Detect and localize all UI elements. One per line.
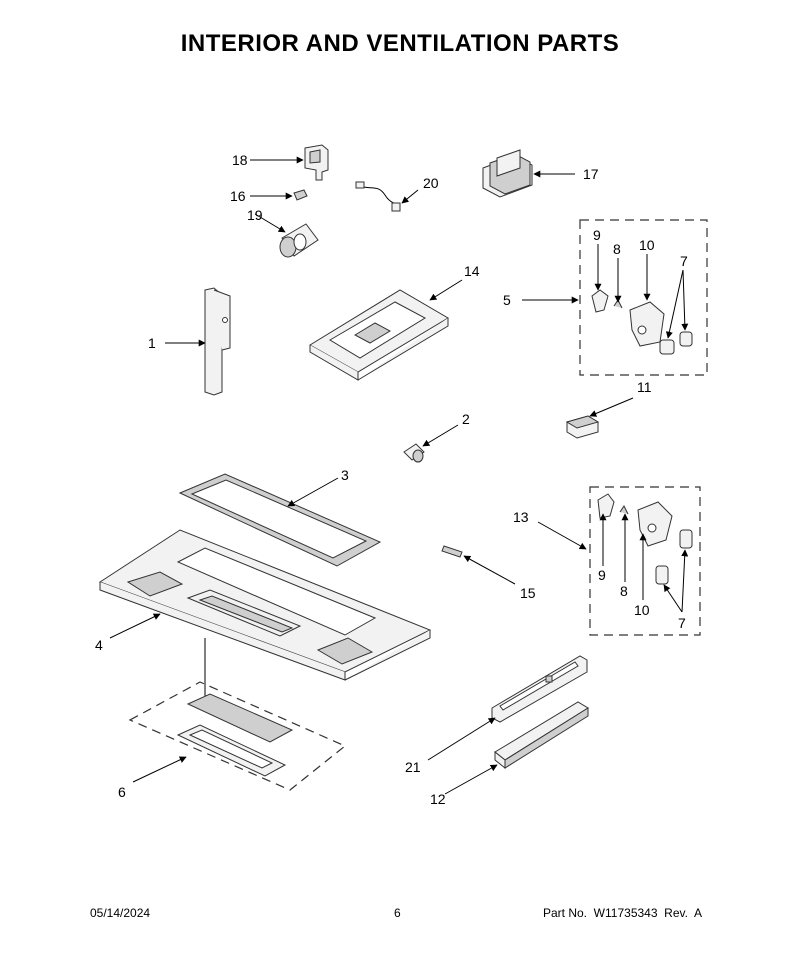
callout-13: 13 (513, 509, 529, 525)
callout-6: 6 (118, 784, 126, 800)
callout-10b: 10 (634, 602, 650, 618)
callout-20: 20 (423, 175, 439, 191)
callout-4: 4 (95, 637, 103, 653)
footer-page-number: 6 (394, 906, 401, 920)
part-21-control-rail[interactable] (491, 655, 588, 723)
callout-3: 3 (341, 467, 349, 483)
part-12-trim-strip[interactable] (494, 701, 589, 770)
part-4-bottom-panel[interactable] (98, 529, 432, 706)
callout-9a: 9 (593, 227, 601, 243)
callout-14: 14 (464, 263, 480, 279)
part-2-thermostat[interactable] (403, 443, 425, 463)
part-17-transformer[interactable] (482, 149, 533, 198)
part-13-switch-assembly-lower[interactable] (589, 486, 701, 636)
callout-8b: 8 (620, 583, 628, 599)
callout-17: 17 (583, 166, 599, 182)
callout-11: 11 (637, 379, 652, 395)
part-11-block[interactable] (565, 415, 600, 439)
part-3-filter[interactable] (178, 473, 382, 567)
callout-15: 15 (520, 585, 536, 601)
callout-12: 12 (430, 791, 446, 807)
part-5-switch-assembly-upper[interactable] (579, 219, 708, 376)
callout-1: 1 (148, 335, 156, 351)
part-1-support-rail[interactable] (204, 287, 231, 396)
part-6-filter-assembly[interactable] (128, 681, 347, 791)
callout-5: 5 (503, 292, 511, 308)
part-19-capacitor[interactable] (279, 223, 319, 258)
callout-9b: 9 (598, 567, 606, 583)
callout-16: 16 (230, 188, 246, 204)
part-18-bracket[interactable] (304, 144, 329, 181)
part-16-clip[interactable] (293, 189, 308, 201)
callout-7b: 7 (678, 615, 686, 631)
page-title: INTERIOR AND VENTILATION PARTS (180, 30, 620, 57)
footer-date: 05/14/2024 (90, 906, 151, 920)
part-14-mounting-plate[interactable] (309, 289, 449, 381)
leader-lines (109, 156, 689, 795)
callout-19: 19 (247, 207, 263, 223)
callout-2: 2 (462, 411, 470, 427)
callout-18: 18 (232, 152, 248, 168)
callout-labels: 18 16 19 20 17 1 14 5 9 8 10 7 11 2 3 13… (95, 152, 688, 807)
callout-21: 21 (405, 759, 421, 775)
part-15-pin[interactable] (441, 545, 463, 558)
callout-7a: 7 (680, 253, 688, 269)
callout-8a: 8 (613, 241, 621, 257)
part-20-wire-harness[interactable] (355, 181, 401, 212)
footer-part-number: Part No. W11735343 Rev. A (543, 906, 702, 920)
callout-10a: 10 (639, 237, 655, 253)
